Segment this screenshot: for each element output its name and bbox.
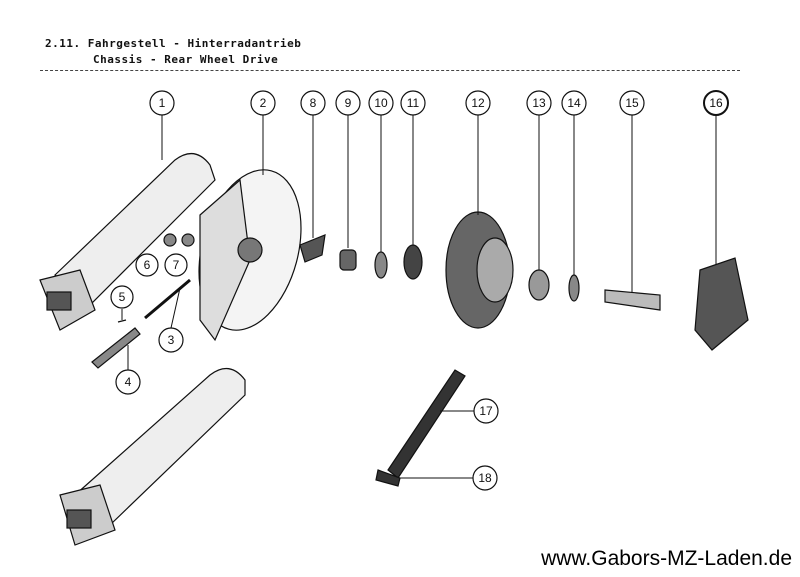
svg-text:9: 9 bbox=[345, 96, 352, 110]
part-swing-arm-upper bbox=[39, 153, 216, 331]
part-chain-case bbox=[198, 169, 302, 342]
svg-text:7: 7 bbox=[173, 258, 180, 272]
callout-15: 15 bbox=[619, 90, 645, 116]
svg-text:17: 17 bbox=[479, 404, 493, 418]
callout-5: 5 bbox=[110, 285, 134, 309]
svg-text:10: 10 bbox=[374, 96, 388, 110]
callout-8: 8 bbox=[300, 90, 326, 116]
callout-4: 4 bbox=[115, 369, 141, 395]
svg-text:4: 4 bbox=[125, 375, 132, 389]
svg-text:12: 12 bbox=[471, 96, 485, 110]
callout-2: 2 bbox=[250, 90, 276, 116]
leader-lines bbox=[121, 115, 717, 479]
svg-text:16: 16 bbox=[709, 96, 723, 110]
callout-12: 12 bbox=[465, 90, 491, 116]
title-german: 2.11. Fahrgestell - Hinterradantrieb bbox=[45, 37, 302, 50]
callout-17: 17 bbox=[473, 398, 499, 424]
svg-text:15: 15 bbox=[625, 96, 639, 110]
callout-13: 13 bbox=[526, 90, 552, 116]
callout-10: 10 bbox=[368, 90, 394, 116]
svg-text:3: 3 bbox=[168, 333, 175, 347]
svg-text:8: 8 bbox=[310, 96, 317, 110]
callouts: 1 2 3 4 5 6 7 8 9 10 11 12 13 14 15 16 1… bbox=[110, 90, 729, 491]
callout-1: 1 bbox=[149, 90, 175, 116]
callout-3: 3 bbox=[158, 327, 184, 353]
callout-14: 14 bbox=[561, 90, 587, 116]
part-small-components bbox=[91, 211, 749, 487]
svg-text:5: 5 bbox=[119, 290, 126, 304]
svg-text:18: 18 bbox=[478, 471, 492, 485]
svg-text:1: 1 bbox=[159, 96, 166, 110]
title-english: Chassis - Rear Wheel Drive bbox=[93, 53, 279, 66]
callout-6: 6 bbox=[135, 253, 159, 277]
header-divider bbox=[40, 70, 740, 71]
part-swing-arm-lower bbox=[59, 368, 246, 546]
svg-text:13: 13 bbox=[532, 96, 546, 110]
website-watermark: www.Gabors-MZ-Laden.de bbox=[541, 547, 792, 570]
svg-text:6: 6 bbox=[144, 258, 151, 272]
callout-7: 7 bbox=[164, 253, 188, 277]
svg-text:2: 2 bbox=[260, 96, 267, 110]
callout-16: 16 bbox=[703, 90, 729, 116]
callout-11: 11 bbox=[400, 90, 426, 116]
svg-text:14: 14 bbox=[567, 96, 581, 110]
callout-9: 9 bbox=[335, 90, 361, 116]
callout-18: 18 bbox=[472, 465, 498, 491]
svg-text:11: 11 bbox=[407, 96, 420, 110]
